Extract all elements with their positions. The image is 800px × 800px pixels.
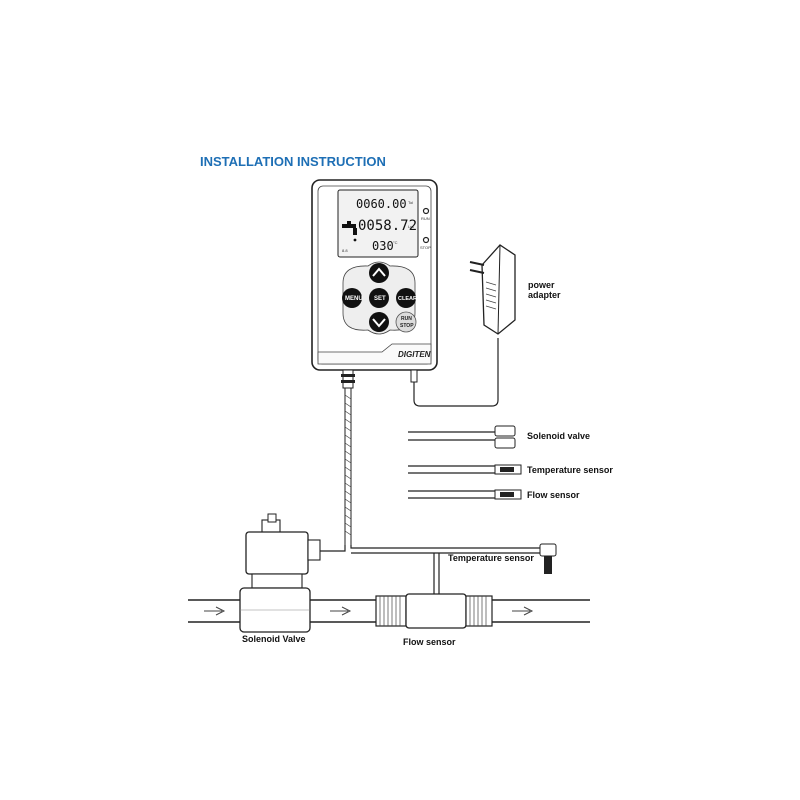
flow-sensor bbox=[375, 593, 493, 629]
power-cable bbox=[413, 338, 499, 407]
main-cable bbox=[318, 388, 540, 595]
chevron-down-icon bbox=[372, 318, 386, 328]
chevron-up-icon bbox=[372, 267, 386, 277]
lcd-unit-2: Lrd bbox=[408, 224, 414, 229]
run-stop-button-label-stop: STOP bbox=[400, 323, 414, 329]
power-adapter-label-2: adapter bbox=[528, 290, 561, 300]
set-button-label: SET bbox=[374, 296, 386, 302]
brand-logo: DIGITEN bbox=[398, 350, 431, 359]
page-title: INSTALLATION INSTRUCTION bbox=[200, 154, 386, 169]
legend-solenoid-valve: Solenoid valve bbox=[527, 431, 590, 441]
flow-arrow-icon bbox=[330, 606, 352, 616]
flow-arrow-icon bbox=[512, 606, 534, 616]
legend-flow-sensor: Flow sensor bbox=[527, 490, 580, 500]
lcd-line-2: 0058.72 bbox=[358, 218, 417, 234]
power-adapter bbox=[469, 244, 516, 335]
faucet-icon bbox=[342, 221, 357, 242]
temperature-sensor-probe bbox=[539, 543, 557, 574]
controller-unit: DIGITEN 0060.00 Tol 0058.72 Lrd 030 °C 8… bbox=[311, 179, 438, 389]
flow-sensor-label: Flow sensor bbox=[403, 637, 456, 647]
run-stop-button[interactable]: RUN STOP bbox=[395, 311, 417, 333]
clear-button[interactable]: CLEAR bbox=[396, 288, 417, 308]
lcd-small-digits: 8.8 bbox=[342, 248, 348, 253]
run-indicator-led bbox=[422, 207, 430, 215]
run-stop-button-label-run: RUN bbox=[401, 316, 412, 322]
menu-button-label: MENU bbox=[345, 296, 363, 302]
stop-indicator-label: STOP bbox=[420, 245, 431, 250]
stop-indicator-led bbox=[422, 236, 430, 244]
power-jack bbox=[410, 369, 418, 383]
menu-button[interactable]: MENU bbox=[342, 288, 363, 308]
lcd-line-1: 0060.00 bbox=[356, 197, 407, 211]
lcd-display: 0060.00 Tol 0058.72 Lrd 030 °C 8.8 bbox=[337, 189, 419, 258]
lcd-unit-1: Tol bbox=[408, 200, 413, 205]
temperature-sensor-label: Temperature sensor bbox=[448, 553, 534, 563]
solenoid-valve bbox=[239, 513, 321, 633]
clear-button-label: CLEAR bbox=[398, 296, 417, 302]
down-button[interactable] bbox=[369, 312, 389, 332]
set-button[interactable]: SET bbox=[369, 288, 389, 308]
lcd-line-3: 030 bbox=[372, 239, 394, 253]
cable-gland-left bbox=[342, 369, 354, 389]
up-button[interactable] bbox=[369, 263, 389, 283]
wire-legend: Solenoid valve Temperature sensor Flow s… bbox=[408, 425, 613, 500]
lcd-unit-3: °C bbox=[393, 240, 398, 245]
flow-arrow-icon bbox=[204, 606, 226, 616]
power-adapter-label-1: power bbox=[528, 280, 555, 290]
run-indicator-label: RUN bbox=[421, 216, 430, 221]
legend-temperature-sensor: Temperature sensor bbox=[527, 465, 613, 475]
solenoid-valve-label: Solenoid Valve bbox=[242, 634, 306, 644]
